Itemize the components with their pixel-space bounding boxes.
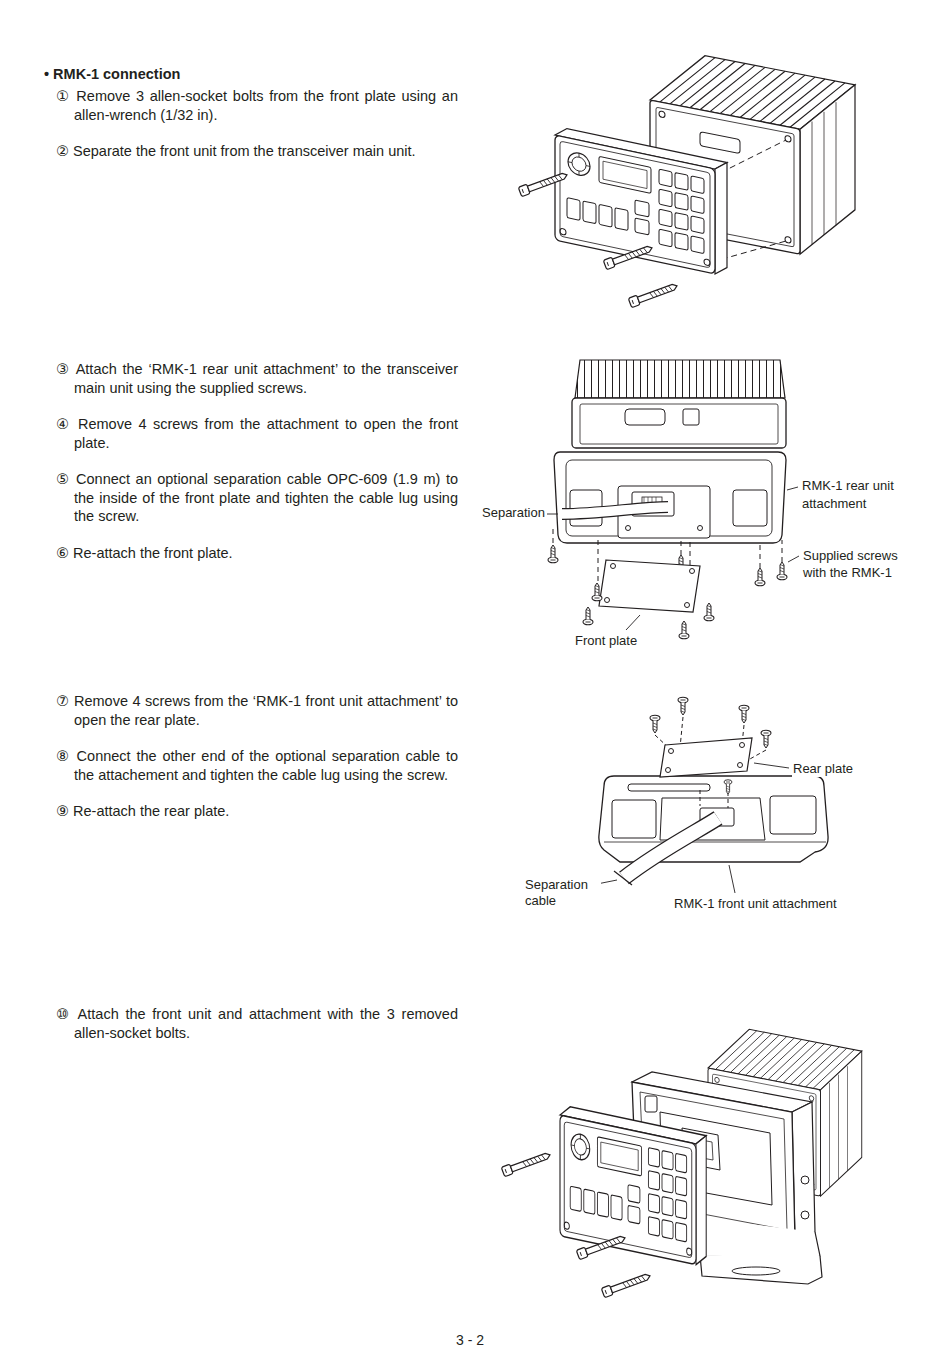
figure-front-attachment-part <box>739 705 749 723</box>
figure-assembly-part <box>501 1150 551 1176</box>
figure-rear-attachment-part <box>583 607 593 625</box>
step-text: ③ Attach the ‘RMK-1 rear unit attachment… <box>56 360 458 397</box>
figure-rear-attachment-part <box>625 409 665 425</box>
figure-rear-attachment-part <box>599 560 700 612</box>
figure-assembly-part <box>560 1105 706 1267</box>
figure-separate-part <box>603 243 653 269</box>
step-text: ⑨ Re-attach the rear plate. <box>56 802 458 821</box>
figure-rear-attachment-part <box>777 562 787 580</box>
figure-rear-attachment-part <box>755 568 765 586</box>
figure-front-attachment-part <box>650 715 660 733</box>
section-title: • RMK-1 connection <box>44 65 180 83</box>
figure-rear-attachment-part <box>572 398 786 448</box>
figure-rear-attachment-part <box>698 526 703 531</box>
figure-rear-attachment-part <box>605 598 610 603</box>
figure-separate-part <box>628 281 678 307</box>
figure-assembly <box>501 1021 861 1297</box>
figure-assembly-part <box>801 1211 809 1219</box>
figure-separate-part <box>555 126 727 277</box>
figure-assembly-part <box>576 1233 626 1259</box>
part-label: RMK-1 rear unit attachment <box>801 477 913 513</box>
figure-front-attachment-part <box>628 784 710 791</box>
figure-assembly-part <box>801 1176 809 1184</box>
figure-rear-attachment-part <box>580 404 778 444</box>
figure-assembly-part <box>732 1267 780 1275</box>
step-text: ⑧ Connect the other end of the optional … <box>56 747 458 784</box>
figure-front-attachment-part <box>624 818 718 878</box>
figure-rear-attachment-part <box>592 583 602 601</box>
figure-separate-part <box>518 170 568 196</box>
figure-assembly-part <box>700 1255 822 1284</box>
figure-rear-attachment-part <box>554 452 786 543</box>
figure-rear-attachment-part <box>626 526 631 531</box>
figure-rear-attachment-part <box>733 490 767 526</box>
figure-front-attachment-part <box>724 780 732 794</box>
figure-front-attachment-part <box>624 818 718 878</box>
figure-separate <box>518 45 855 308</box>
figure-rear-attachment-part <box>683 409 699 425</box>
step-text: ④ Remove 4 screws from the attachment to… <box>56 415 458 452</box>
figure-front-attachment-part <box>612 800 656 838</box>
figure-rear-attachment-part <box>562 507 668 514</box>
part-label: Separation cable <box>524 877 601 909</box>
step-text: ⑩ Attach the front unit and attachment w… <box>56 1005 458 1042</box>
figure-front-attachment-part <box>770 796 816 834</box>
page-number: 3 - 2 <box>455 1331 485 1349</box>
figure-rear-attachment-part <box>611 564 616 569</box>
figure-front-attachment-part <box>604 842 826 843</box>
figure-front-attachment-part <box>666 768 671 773</box>
figure-front-attachment-part <box>761 730 771 748</box>
figure-rear-attachment-part <box>685 603 690 608</box>
step-text: ⑥ Re-attach the front plate. <box>56 544 458 563</box>
part-label: Separation <box>481 504 546 521</box>
figure-front-attachment-part <box>738 763 743 768</box>
figure-assembly-part <box>792 1102 815 1240</box>
figure-rear-attachment-part <box>575 360 785 398</box>
figure-front-attachment-part <box>669 749 674 754</box>
figure-rear-attachment-part <box>547 487 799 630</box>
figure-assembly-part <box>645 1096 657 1112</box>
figure-rear-attachment-part <box>562 507 668 514</box>
figure-front-attachment-part <box>700 790 728 810</box>
step-text: ⑤ Connect an optional separation cable O… <box>56 470 458 526</box>
figure-front-attachment-part <box>592 763 789 893</box>
figure-front-attachment-part <box>740 743 745 748</box>
part-label: RMK-1 front unit attachment <box>673 895 838 912</box>
figure-rear-attachment-part <box>679 621 689 639</box>
figure-front-attachment-part <box>614 871 632 885</box>
figure-rear-attachment-part <box>690 569 695 574</box>
figure-front-attachment-part <box>660 738 752 777</box>
part-label: Rear plate <box>792 760 854 777</box>
figure-rear-attachment-part <box>548 545 558 563</box>
figure-front-attachment-part <box>678 697 688 715</box>
step-text: ② Separate the front unit from the trans… <box>56 142 458 161</box>
part-label: Front plate <box>574 632 638 649</box>
step-text: ① Remove 3 allen-socket bolts from the f… <box>56 87 458 124</box>
figure-rear-attachment <box>547 360 799 639</box>
figure-assembly-part <box>601 1271 651 1297</box>
figure-rear-attachment-part <box>704 603 714 621</box>
figure-front-attachment <box>592 697 828 893</box>
step-text: ⑦ Remove 4 screws from the ‘RMK-1 front … <box>56 692 458 729</box>
part-label: Supplied screws with the RMK-1 <box>802 547 914 581</box>
